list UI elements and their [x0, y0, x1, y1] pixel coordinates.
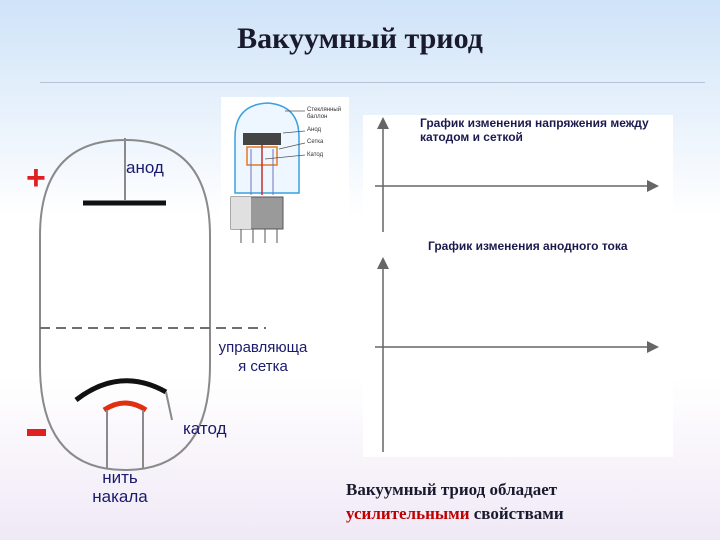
caption-line1: Вакуумный триод обладает — [346, 480, 558, 499]
anode-label: анод — [126, 158, 164, 177]
cathode-lead — [165, 391, 173, 421]
caption-rest: свойствами — [469, 504, 564, 523]
filament-arc — [102, 400, 148, 413]
tube-envelope — [39, 138, 211, 472]
top-graph-title: График изменения напряжения между катодо… — [420, 116, 649, 144]
photo-label-glass: Стеклянный баллон — [307, 107, 342, 120]
anode-plus-sign: + — [26, 159, 46, 197]
photo-label-cathode: Катод — [307, 152, 324, 158]
caption-highlight: усилительными — [346, 504, 470, 523]
title-divider — [40, 82, 705, 83]
photo-label-grid: Сетка — [307, 139, 324, 145]
cathode-arc — [74, 378, 168, 402]
photo-anode — [243, 133, 281, 145]
grid-label: управляюща я сетка — [218, 339, 308, 375]
filament-label: нить накала — [92, 468, 148, 506]
caption-line2: усилительными свойствами — [346, 502, 676, 526]
amplifier-caption: Вакуумный триод обладает усилительными с… — [346, 478, 676, 526]
cathode-label: катод — [183, 419, 227, 438]
cathode-minus-sign — [27, 429, 46, 436]
triode-photo-drawing — [230, 102, 306, 243]
page-title: Вакуумный триод — [237, 22, 483, 55]
photo-label-anode: Анод — [307, 127, 322, 133]
triode-photo: Стеклянный баллон Анод Сетка Катод — [221, 97, 349, 245]
graph-panel — [363, 115, 673, 457]
bottom-graph-title: График изменения анодного тока — [428, 239, 628, 253]
